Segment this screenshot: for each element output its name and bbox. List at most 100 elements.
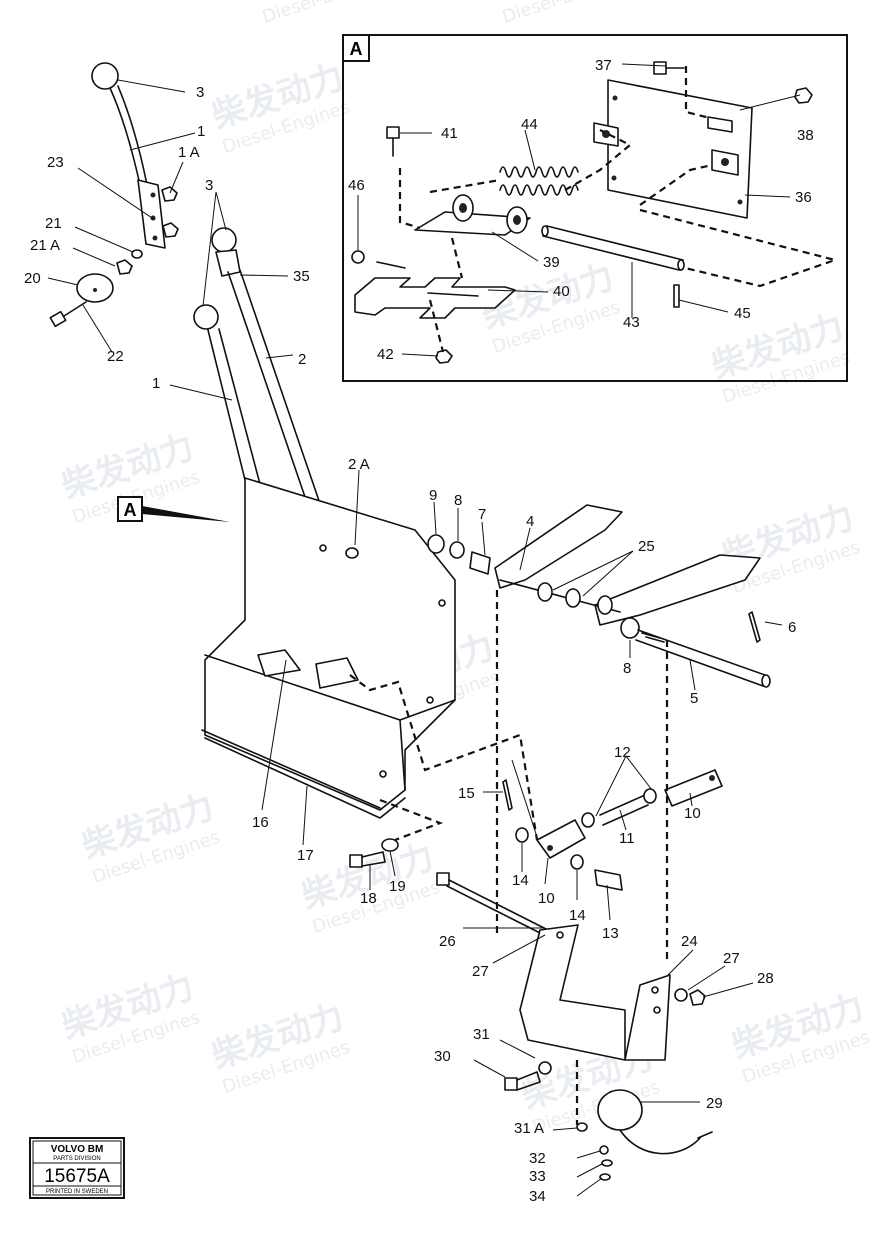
long-bolt <box>436 872 549 937</box>
callout-14: 14 <box>512 872 529 889</box>
watermark: 柴发动力 Diesel-Engines <box>297 837 443 938</box>
callout-20: 20 <box>24 270 41 287</box>
callout-27: 27 <box>472 963 489 980</box>
watermark: 柴发动力 Diesel-Engines <box>477 257 623 358</box>
horn <box>597 1089 713 1155</box>
callout-29: 29 <box>706 1095 723 1112</box>
washer <box>538 1061 552 1075</box>
inset-label: A <box>350 39 363 59</box>
stamp-brand: VOLVO BM <box>51 1144 104 1155</box>
callout-45: 45 <box>734 305 751 322</box>
bolt <box>386 126 400 157</box>
detail-inset-a: A <box>342 34 848 382</box>
watermark-english: Diesel-Engines <box>500 0 633 28</box>
callout-15: 15 <box>458 785 475 802</box>
callout-18: 18 <box>360 890 377 907</box>
washer <box>674 988 688 1002</box>
lever-knob <box>211 227 237 253</box>
stamp-number: 15675A <box>44 1166 110 1187</box>
nut <box>794 87 813 104</box>
nut <box>162 222 179 238</box>
watermark-english: Diesel-Engines <box>260 0 393 28</box>
callout-7: 7 <box>478 506 486 523</box>
washer <box>620 617 640 639</box>
callout-40: 40 <box>553 283 570 300</box>
watermark: 柴发动力 Diesel-Engines <box>247 0 393 28</box>
callout-31A: 31 A <box>514 1120 544 1137</box>
callout-32: 32 <box>529 1150 546 1167</box>
callout-11: 11 <box>619 830 635 847</box>
spring <box>499 166 579 196</box>
callout-14: 14 <box>569 907 586 924</box>
view-marker-a: A <box>117 496 230 522</box>
view-arrow <box>142 506 230 522</box>
inset-label-box <box>342 34 370 62</box>
callout-9: 9 <box>429 487 437 504</box>
bolt <box>349 851 386 868</box>
lever-console <box>201 477 456 819</box>
console-slot <box>257 649 301 677</box>
callout-21: 21 <box>45 215 62 232</box>
lever-knob <box>91 62 119 90</box>
pin-ball <box>351 250 365 264</box>
view-marker-label: A <box>124 500 137 520</box>
mounting-plate <box>607 79 753 219</box>
washer <box>131 249 143 259</box>
callout-39: 39 <box>543 254 560 271</box>
control-lever-assembly <box>49 62 179 328</box>
gate-plate <box>354 277 516 319</box>
roll-pin <box>673 284 680 308</box>
callout-1: 1 <box>152 375 160 392</box>
pivot-bracket <box>414 194 531 236</box>
watermark: 柴发动力 Diesel-Engines <box>707 307 853 408</box>
callout-10: 10 <box>538 890 555 907</box>
callout-16: 16 <box>252 814 269 831</box>
callout-1A: 1 A <box>178 144 200 161</box>
watermark: 柴发动力 Diesel-Engines <box>207 57 353 158</box>
callout-36: 36 <box>795 189 812 206</box>
bolt <box>653 61 685 75</box>
callout-38: 38 <box>797 127 814 144</box>
nut <box>345 547 359 559</box>
callout-8: 8 <box>454 492 462 509</box>
callout-23: 23 <box>47 154 64 171</box>
callout-6: 6 <box>788 619 796 636</box>
callout-4: 4 <box>526 513 534 530</box>
watermark: 柴发动力 Diesel-Engines <box>57 967 203 1068</box>
callout-3: 3 <box>196 84 204 101</box>
cotter-pin <box>502 779 513 811</box>
screw <box>599 1145 609 1155</box>
view-marker-box <box>117 496 143 522</box>
callout-44: 44 <box>521 116 538 133</box>
inset-leader-lines <box>357 63 801 357</box>
thread <box>641 632 665 643</box>
nut <box>116 259 133 275</box>
callout-labels: 3 1 1 A 23 3 21 21 A 20 22 35 2 1 2 A 9 … <box>24 84 796 1205</box>
linkage-arm-assembly <box>494 504 771 688</box>
nut <box>435 349 453 364</box>
callout-3: 3 <box>205 177 213 194</box>
bushing <box>469 551 491 575</box>
support-bracket <box>519 924 671 1061</box>
washer <box>449 541 465 559</box>
stamp-printed: PRINTED IN SWEDEN <box>46 1189 108 1195</box>
callout-46: 46 <box>348 177 365 194</box>
callout-24: 24 <box>681 933 698 950</box>
lever-clevis <box>137 179 166 249</box>
clevis-pin <box>594 869 623 891</box>
lever-knob <box>193 304 219 330</box>
callout-22: 22 <box>107 348 124 365</box>
assembly-dashed-lines <box>349 590 669 1125</box>
bolt <box>49 301 87 328</box>
bolt <box>504 1071 541 1091</box>
clevis-assembly <box>536 769 723 859</box>
watermark: 柴发动力 Diesel-Engines <box>487 0 633 28</box>
callout-19: 19 <box>389 878 406 895</box>
callout-31: 31 <box>473 1026 490 1043</box>
inset-frame <box>342 34 848 382</box>
callout-28: 28 <box>757 970 774 987</box>
callout-17: 17 <box>297 847 314 864</box>
callout-41: 41 <box>441 125 458 142</box>
callout-42: 42 <box>377 346 394 363</box>
